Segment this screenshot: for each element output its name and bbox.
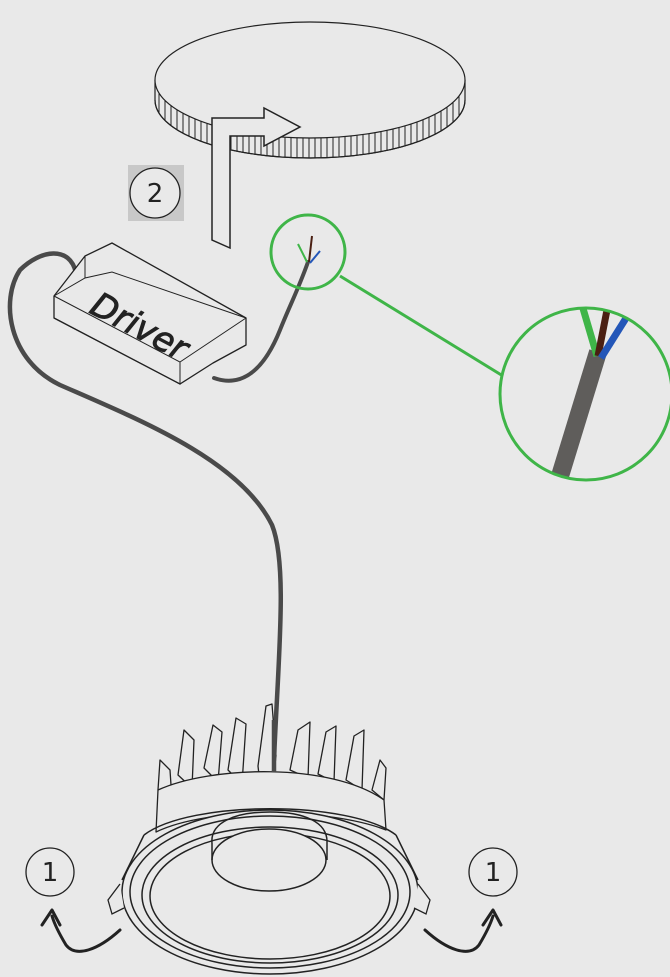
step-1-left-badge: 1 — [25, 847, 75, 897]
wire-brown — [308, 235, 313, 263]
step-1-left-label: 1 — [42, 858, 59, 888]
ceiling-disc — [154, 21, 466, 159]
curved-arrow-icon — [40, 908, 122, 953]
curved-arrow-icon — [423, 908, 503, 953]
driver-to-light-cable — [7, 251, 283, 763]
step-1-right-label: 1 — [485, 858, 502, 888]
downlight-bezel — [121, 808, 419, 975]
wire-callout-zoom — [498, 306, 670, 482]
spring-clip-left — [107, 883, 125, 915]
step-2-badge: 2 — [128, 165, 184, 221]
wire-blue — [309, 250, 321, 264]
callout-connector — [339, 274, 504, 378]
spring-clip-right — [413, 883, 431, 915]
step-1-right-badge: 1 — [468, 847, 518, 897]
wire-green — [297, 243, 308, 263]
heatsink — [155, 703, 387, 833]
step-2-label: 2 — [147, 179, 164, 209]
bent-arrow-icon — [211, 106, 302, 250]
wire-callout-small — [269, 213, 347, 291]
driver-box: Driver — [53, 242, 247, 385]
